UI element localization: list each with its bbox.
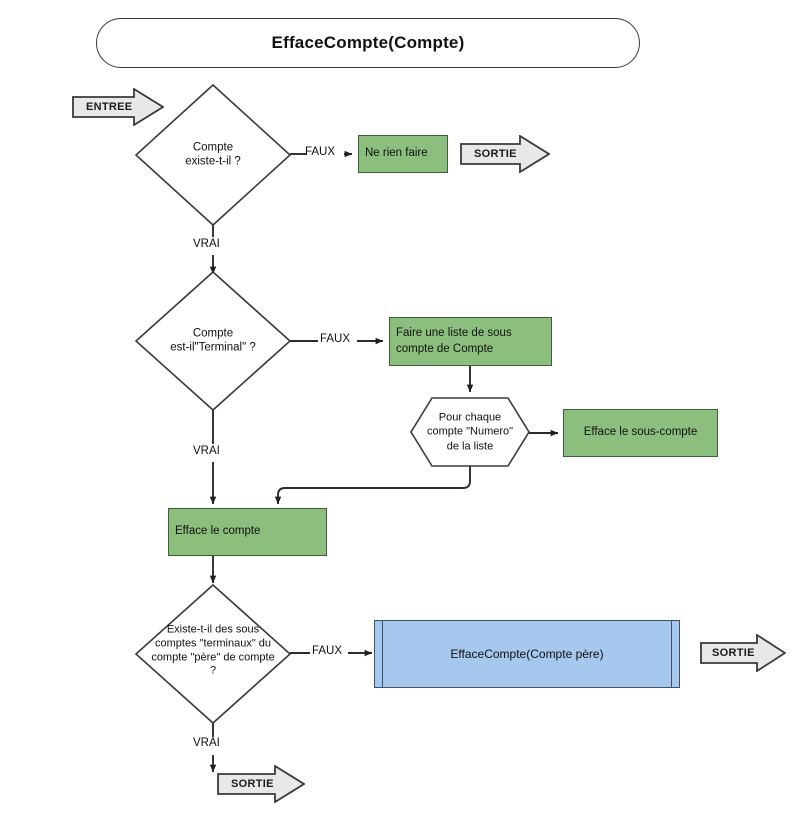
- entree-banner: ENTREE: [72, 88, 164, 126]
- loop-pour-chaque-compte-label: Pour chaque compte "Numero" de la liste: [426, 411, 514, 453]
- sortie-banner-3: SORTIE: [217, 765, 305, 803]
- process-faire-liste: Faire une liste de sous compte de Compte: [389, 317, 552, 366]
- decision-compte-existe-label: Compte existe-t-il ?: [185, 141, 241, 168]
- decision-existe-sous-comptes-terminaux: Existe-t-il des sous comptes "terminaux"…: [134, 583, 292, 725]
- process-efface-compte-label: Efface le compte: [175, 525, 261, 538]
- sortie-banner-1: SORTIE: [460, 135, 550, 173]
- sortie-label-3: SORTIE: [231, 778, 274, 790]
- process-faire-liste-label: Faire une liste de sous compte de Compte: [396, 326, 512, 355]
- process-efface-compte: Efface le compte: [168, 508, 327, 556]
- subroutine-left-bar: [382, 621, 383, 687]
- decision-existe-sous-comptes-terminaux-label: Existe-t-il des sous comptes "terminaux"…: [151, 623, 275, 677]
- decision-compte-existe: Compte existe-t-il ?: [134, 83, 292, 227]
- sortie-label-1: SORTIE: [474, 148, 517, 160]
- process-ne-rien-faire-label: Ne rien faire: [365, 147, 428, 160]
- process-efface-sous-compte-label: Efface le sous-compte: [583, 426, 698, 439]
- sortie-label-2: SORTIE: [712, 647, 755, 659]
- entree-label: ENTREE: [86, 101, 133, 113]
- edge-label-d1-faux: FAUX: [305, 146, 336, 158]
- process-efface-sous-compte: Efface le sous-compte: [563, 409, 718, 457]
- decision-compte-terminal-label: Compte est-il"Terminal" ?: [170, 327, 256, 354]
- sortie-banner-2: SORTIE: [700, 634, 786, 672]
- edge-label-d1-vrai: VRAI: [193, 238, 220, 250]
- subroutine-efface-compte-pere: EffaceCompte(Compte père): [374, 620, 680, 688]
- decision-compte-terminal: Compte est-il"Terminal" ?: [134, 270, 292, 412]
- subroutine-right-bar: [671, 621, 672, 687]
- process-ne-rien-faire: Ne rien faire: [358, 135, 448, 173]
- edge-label-d2-faux: FAUX: [320, 333, 351, 345]
- edge-label-d3-faux: FAUX: [312, 645, 343, 657]
- edge-label-d2-vrai: VRAI: [193, 445, 220, 457]
- edge-label-d3-vrai: VRAI: [193, 737, 220, 749]
- diagram-title-terminator: EffaceCompte(Compte): [96, 18, 640, 68]
- loop-pour-chaque-compte: Pour chaque compte "Numero" de la liste: [410, 397, 530, 467]
- page-title: EffaceCompte(Compte): [271, 33, 465, 52]
- subroutine-efface-compte-pere-label: EffaceCompte(Compte père): [450, 647, 604, 661]
